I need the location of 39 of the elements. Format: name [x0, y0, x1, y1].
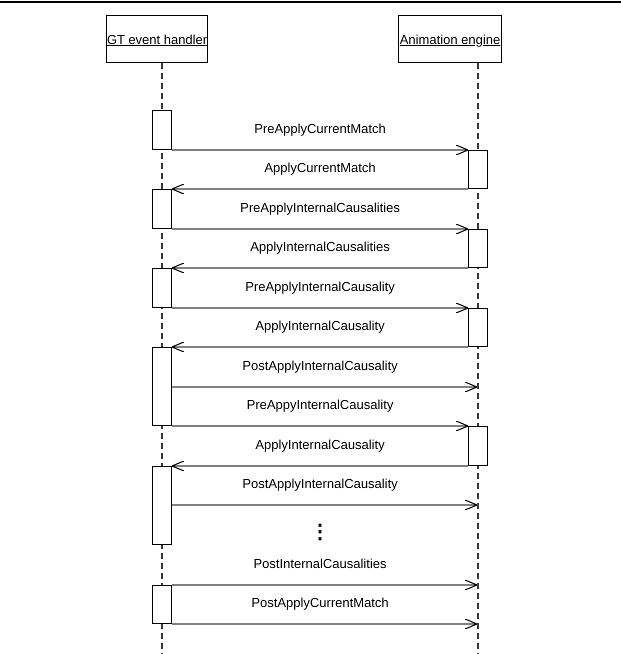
participant-box	[106, 15, 208, 63]
activation-bar	[468, 426, 488, 466]
message-label: PreApplyInternalCausality	[245, 279, 395, 295]
message-arrow	[171, 460, 468, 472]
activation-bar	[468, 150, 488, 189]
activation-bar	[152, 347, 172, 426]
activation-bar	[152, 466, 172, 545]
message-arrow	[171, 183, 468, 195]
activation-bar	[152, 268, 172, 308]
message-label: PreApplyInternalCausalities	[240, 200, 400, 216]
message-arrow	[172, 618, 478, 630]
message-label: PreApplyCurrentMatch	[254, 121, 386, 137]
participant-name: GT event handler	[106, 32, 208, 46]
message-label: ApplyInternalCausality	[255, 437, 385, 453]
message-label: PostApplyInternalCausality	[242, 358, 398, 374]
participant-name: Animation engine	[400, 32, 500, 46]
activation-bar	[468, 229, 488, 268]
message-label: ApplyInternalCausalities	[250, 239, 390, 255]
message-arrow	[172, 381, 478, 393]
message-arrow	[172, 144, 469, 156]
message-arrow	[171, 341, 468, 353]
message-arrow	[172, 420, 469, 432]
message-label: PostApplyInternalCausality	[242, 476, 398, 492]
message-label: ApplyCurrentMatch	[264, 160, 376, 176]
message-arrow	[172, 499, 478, 511]
activation-bar	[152, 189, 172, 229]
message-label: PreAppyInternalCausality	[246, 397, 394, 413]
message-arrow	[171, 262, 468, 274]
message-arrow	[172, 223, 469, 235]
activation-bar	[152, 585, 172, 624]
message-label: ApplyInternalCausality	[255, 318, 385, 334]
message-arrow	[172, 302, 469, 314]
participant-box	[398, 15, 502, 63]
message-arrow	[172, 579, 478, 591]
activation-bar	[152, 110, 172, 150]
ellipsis-mark: ⋮	[310, 522, 330, 542]
activation-bar	[468, 308, 488, 347]
message-label: PostInternalCausalities	[254, 556, 386, 572]
message-label: PostApplyCurrentMatch	[251, 595, 389, 611]
